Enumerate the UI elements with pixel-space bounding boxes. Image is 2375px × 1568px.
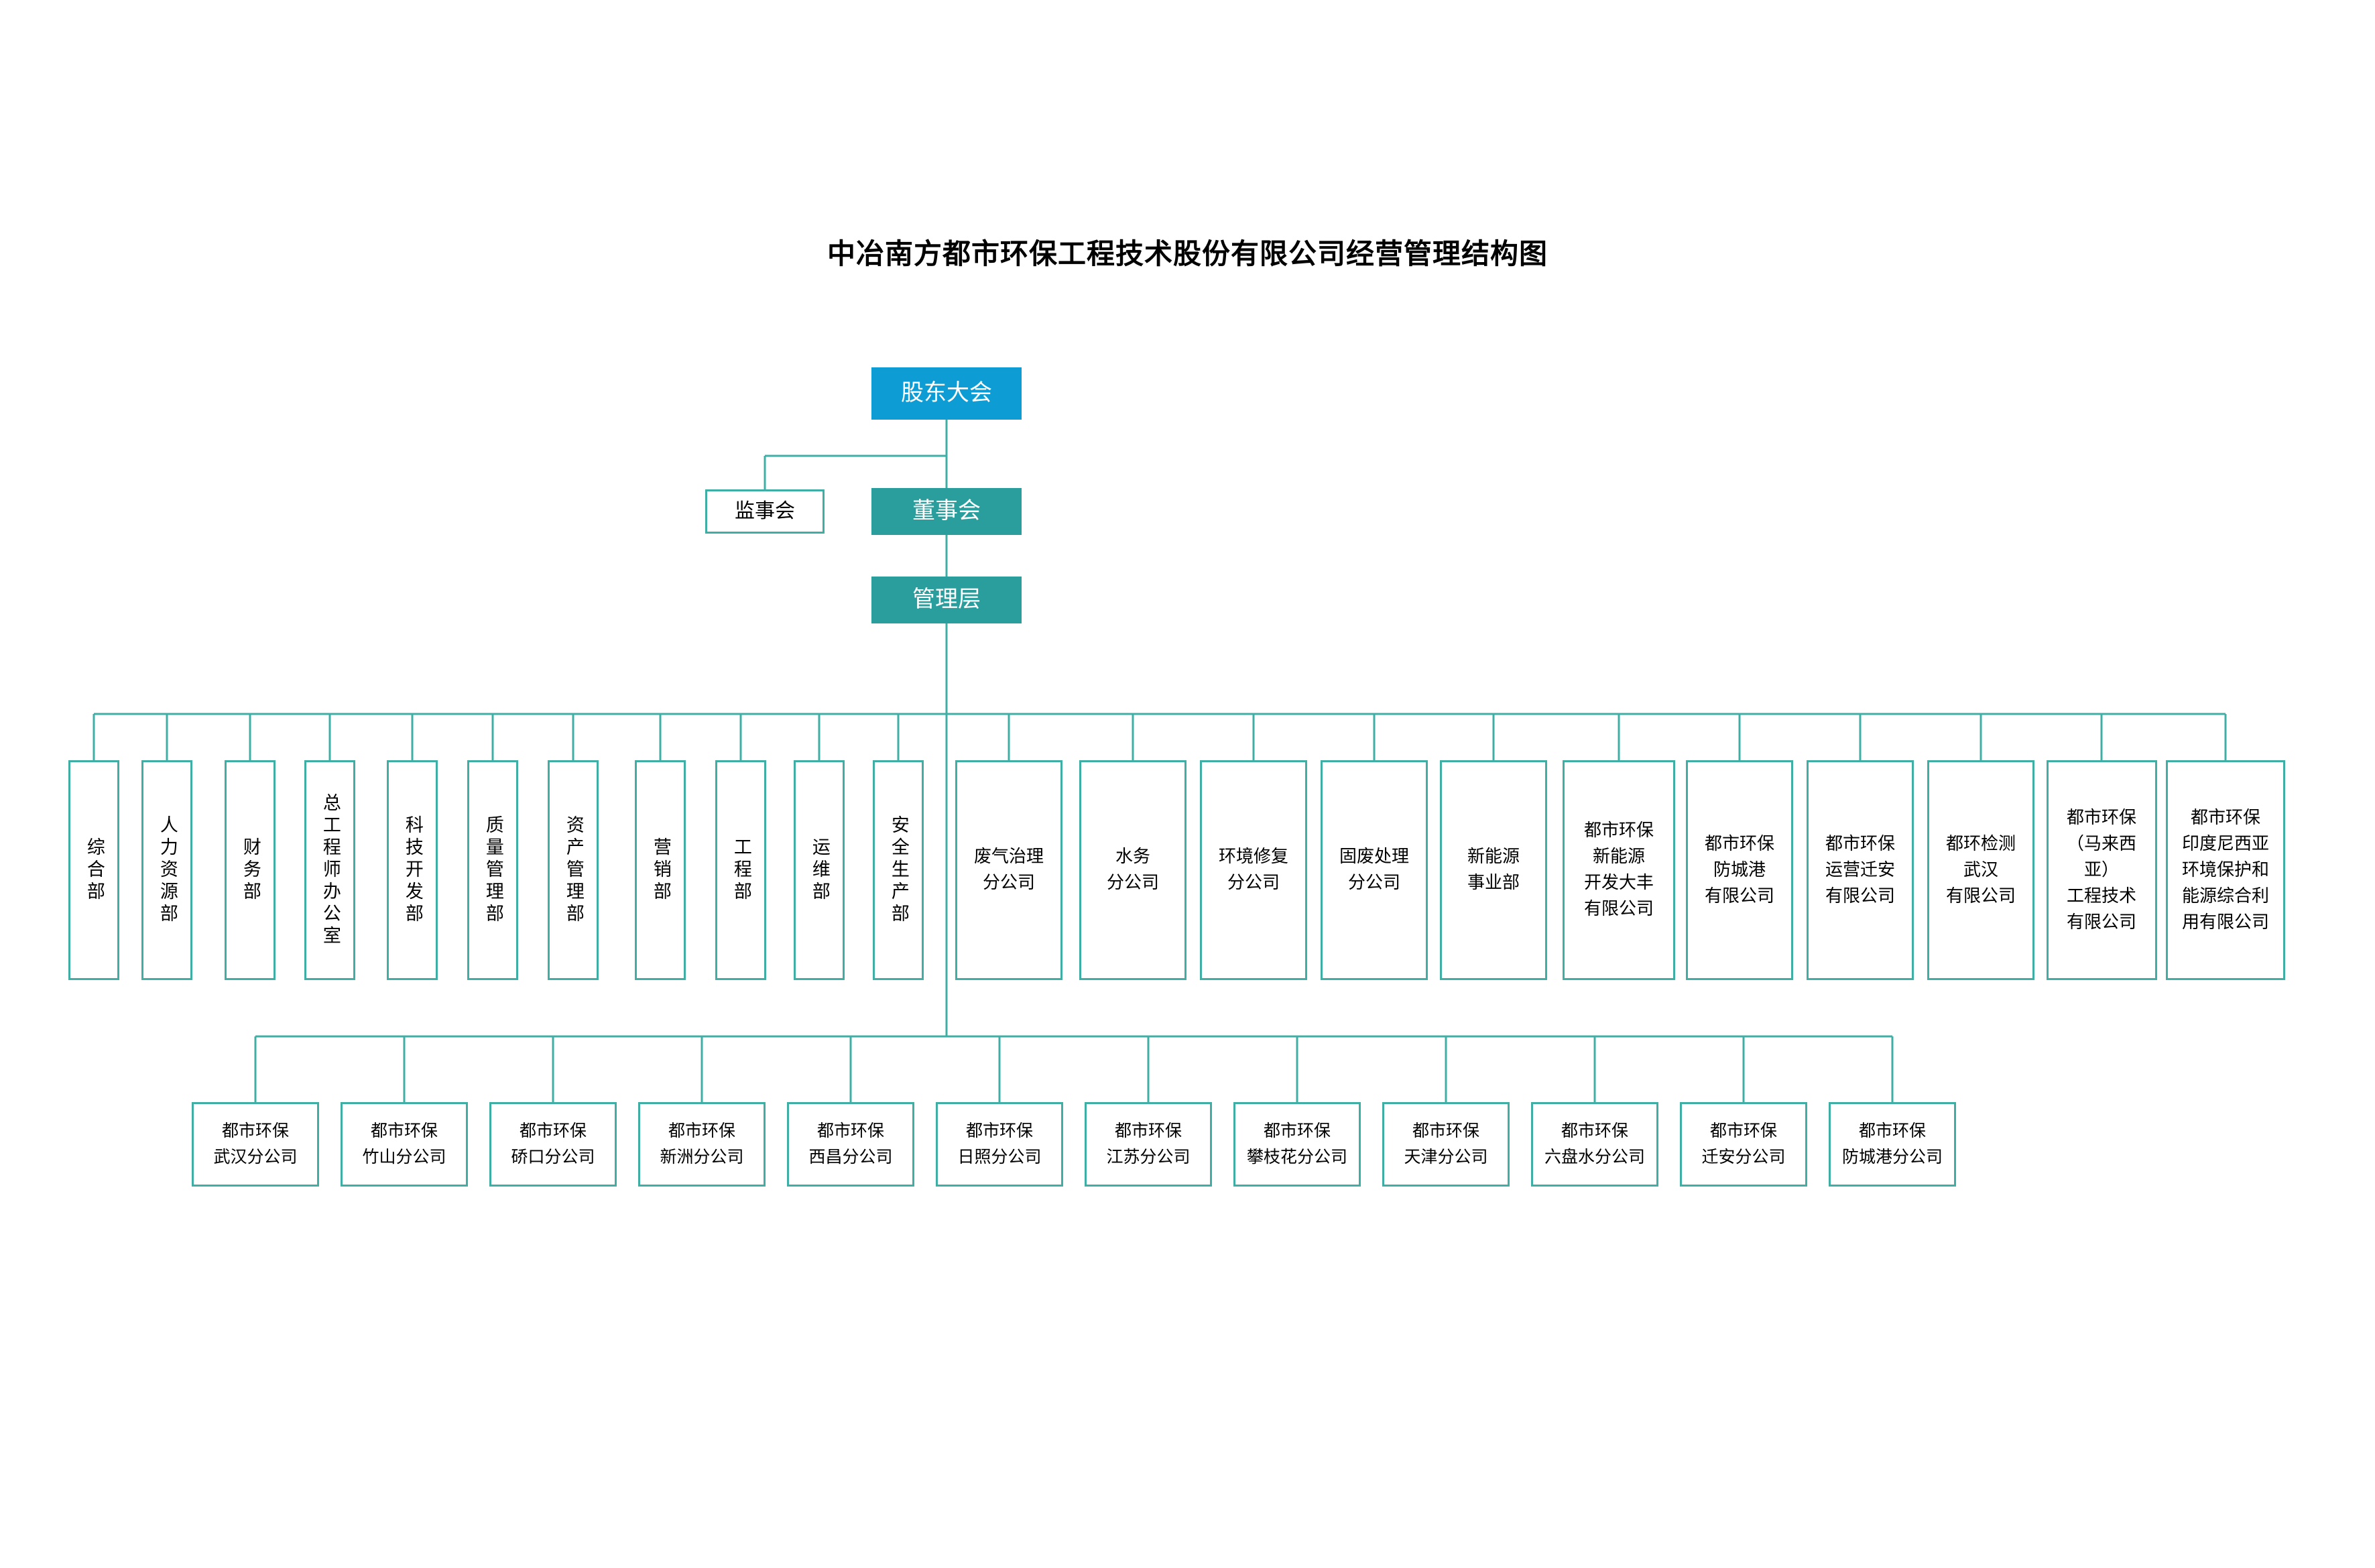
- node-br-qianan[interactable]: 都市环保迁安分公司: [1680, 1102, 1807, 1187]
- page-title: 中冶南方都市环保工程技术股份有限公司经营管理结构图: [827, 237, 1548, 270]
- node-br-wuhan[interactable]: 都市环保武汉分公司: [192, 1102, 319, 1187]
- node-bu-fangchenggang[interactable]: 都市环保防城港有限公司: [1686, 760, 1793, 980]
- br-rizhao-label: 都市环保日照分公司: [957, 1121, 1042, 1166]
- bu-shuiwu-label: 水务分公司: [1106, 847, 1159, 893]
- dept-anquan-label: 安全生产部: [888, 815, 909, 926]
- node-bu-shuiwu[interactable]: 水务分公司: [1079, 760, 1186, 980]
- dept-zonggong-label: 总工程师办公室: [319, 792, 341, 948]
- dept-yunwei-label: 运维部: [808, 837, 830, 904]
- node-dept-caiwu[interactable]: 财务部: [225, 760, 276, 980]
- node-bu-gufei[interactable]: 固废处理分公司: [1321, 760, 1428, 980]
- node-bu-huanjing[interactable]: 环境修复分公司: [1200, 760, 1307, 980]
- bu-huanjing-label: 环境修复分公司: [1218, 847, 1288, 893]
- node-br-liupanshui[interactable]: 都市环保六盘水分公司: [1531, 1102, 1658, 1187]
- node-dept-renli[interactable]: 人力资源部: [141, 760, 192, 980]
- node-supervisory-board[interactable]: 监事会: [705, 489, 825, 534]
- node-bu-dafeng[interactable]: 都市环保新能源开发大丰有限公司: [1563, 760, 1675, 980]
- dept-zichan-label: 资产管理部: [562, 815, 584, 926]
- dept-yingxiao-label: 营销部: [650, 837, 671, 904]
- br-qiaokou-label: 都市环保硚口分公司: [511, 1121, 595, 1166]
- node-dept-yingxiao[interactable]: 营销部: [635, 760, 686, 980]
- node-bu-malaixiya[interactable]: 都市环保（马来西亚）工程技术有限公司: [2046, 760, 2157, 980]
- br-zhushan-label: 都市环保竹山分公司: [362, 1121, 446, 1166]
- bu-jiance-label: 都环检测武汉有限公司: [1945, 833, 2016, 906]
- bu-xinnengyuan-label: 新能源事业部: [1467, 847, 1520, 893]
- node-dept-keji[interactable]: 科技开发部: [387, 760, 438, 980]
- bu-feiqi-label: 废气治理分公司: [973, 847, 1044, 893]
- node-br-xichang[interactable]: 都市环保西昌分公司: [787, 1102, 914, 1187]
- bu-malaixiya-label: 都市环保（马来西亚）工程技术有限公司: [2066, 807, 2136, 932]
- bu-fangchenggang-label: 都市环保防城港有限公司: [1704, 833, 1774, 906]
- dept-zhiliang-label: 质量管理部: [482, 815, 503, 926]
- br-jiangsu-label: 都市环保江苏分公司: [1106, 1121, 1191, 1166]
- node-br-qiaokou[interactable]: 都市环保硚口分公司: [489, 1102, 617, 1187]
- node-br-rizhao[interactable]: 都市环保日照分公司: [936, 1102, 1063, 1187]
- node-br-panzhihua[interactable]: 都市环保攀枝花分公司: [1233, 1102, 1361, 1187]
- br-panzhihua-label: 都市环保攀枝花分公司: [1246, 1121, 1347, 1166]
- node-dept-zonghe[interactable]: 综合部: [68, 760, 119, 980]
- br-fangchenggang-label: 都市环保防城港分公司: [1841, 1121, 1943, 1166]
- dept-caiwu-label: 财务部: [239, 837, 261, 904]
- bu-gufei-label: 固废处理分公司: [1339, 847, 1409, 893]
- node-bu-jiance[interactable]: 都环检测武汉有限公司: [1927, 760, 2034, 980]
- node-br-fangchenggang[interactable]: 都市环保防城港分公司: [1829, 1102, 1956, 1187]
- bu-qianan-label: 都市环保运营迁安有限公司: [1825, 833, 1895, 906]
- node-dept-zonggong[interactable]: 总工程师办公室: [304, 760, 355, 980]
- br-xichang-label: 都市环保西昌分公司: [808, 1121, 893, 1166]
- node-dept-zichan[interactable]: 资产管理部: [548, 760, 599, 980]
- br-liupanshui-label: 都市环保六盘水分公司: [1544, 1121, 1645, 1166]
- br-wuhan-label: 都市环保武汉分公司: [213, 1121, 298, 1166]
- node-dept-zhiliang[interactable]: 质量管理部: [467, 760, 518, 980]
- node-bu-qianan[interactable]: 都市环保运营迁安有限公司: [1807, 760, 1914, 980]
- node-shareholders-meeting[interactable]: 股东大会: [871, 367, 1022, 420]
- dept-keji-label: 科技开发部: [402, 815, 423, 926]
- bu-dafeng-label: 都市环保新能源开发大丰有限公司: [1583, 821, 1654, 919]
- bu-yindunixiya-label: 都市环保印度尼西亚环境保护和能源综合利用有限公司: [2181, 807, 2269, 932]
- node-board-of-directors[interactable]: 董事会: [871, 488, 1022, 535]
- br-qianan-label: 都市环保迁安分公司: [1701, 1121, 1786, 1166]
- node-dept-anquan[interactable]: 安全生产部: [873, 760, 924, 980]
- node-br-tianjin[interactable]: 都市环保天津分公司: [1382, 1102, 1510, 1187]
- node-bu-feiqi[interactable]: 废气治理分公司: [955, 760, 1062, 980]
- br-tianjin-label: 都市环保天津分公司: [1404, 1121, 1488, 1166]
- br-xinzhou-label: 都市环保新洲分公司: [660, 1121, 744, 1166]
- node-dept-gongcheng[interactable]: 工程部: [715, 760, 766, 980]
- node-bu-xinnengyuan[interactable]: 新能源事业部: [1440, 760, 1547, 980]
- node-bu-yindunixiya[interactable]: 都市环保印度尼西亚环境保护和能源综合利用有限公司: [2166, 760, 2285, 980]
- dept-renli-label: 人力资源部: [156, 815, 178, 926]
- dept-zonghe-label: 综合部: [83, 837, 105, 904]
- node-br-jiangsu[interactable]: 都市环保江苏分公司: [1085, 1102, 1212, 1187]
- node-dept-yunwei[interactable]: 运维部: [794, 760, 845, 980]
- node-br-zhushan[interactable]: 都市环保竹山分公司: [341, 1102, 468, 1187]
- node-management[interactable]: 管理层: [871, 577, 1022, 623]
- node-br-xinzhou[interactable]: 都市环保新洲分公司: [638, 1102, 766, 1187]
- dept-gongcheng-label: 工程部: [730, 837, 751, 904]
